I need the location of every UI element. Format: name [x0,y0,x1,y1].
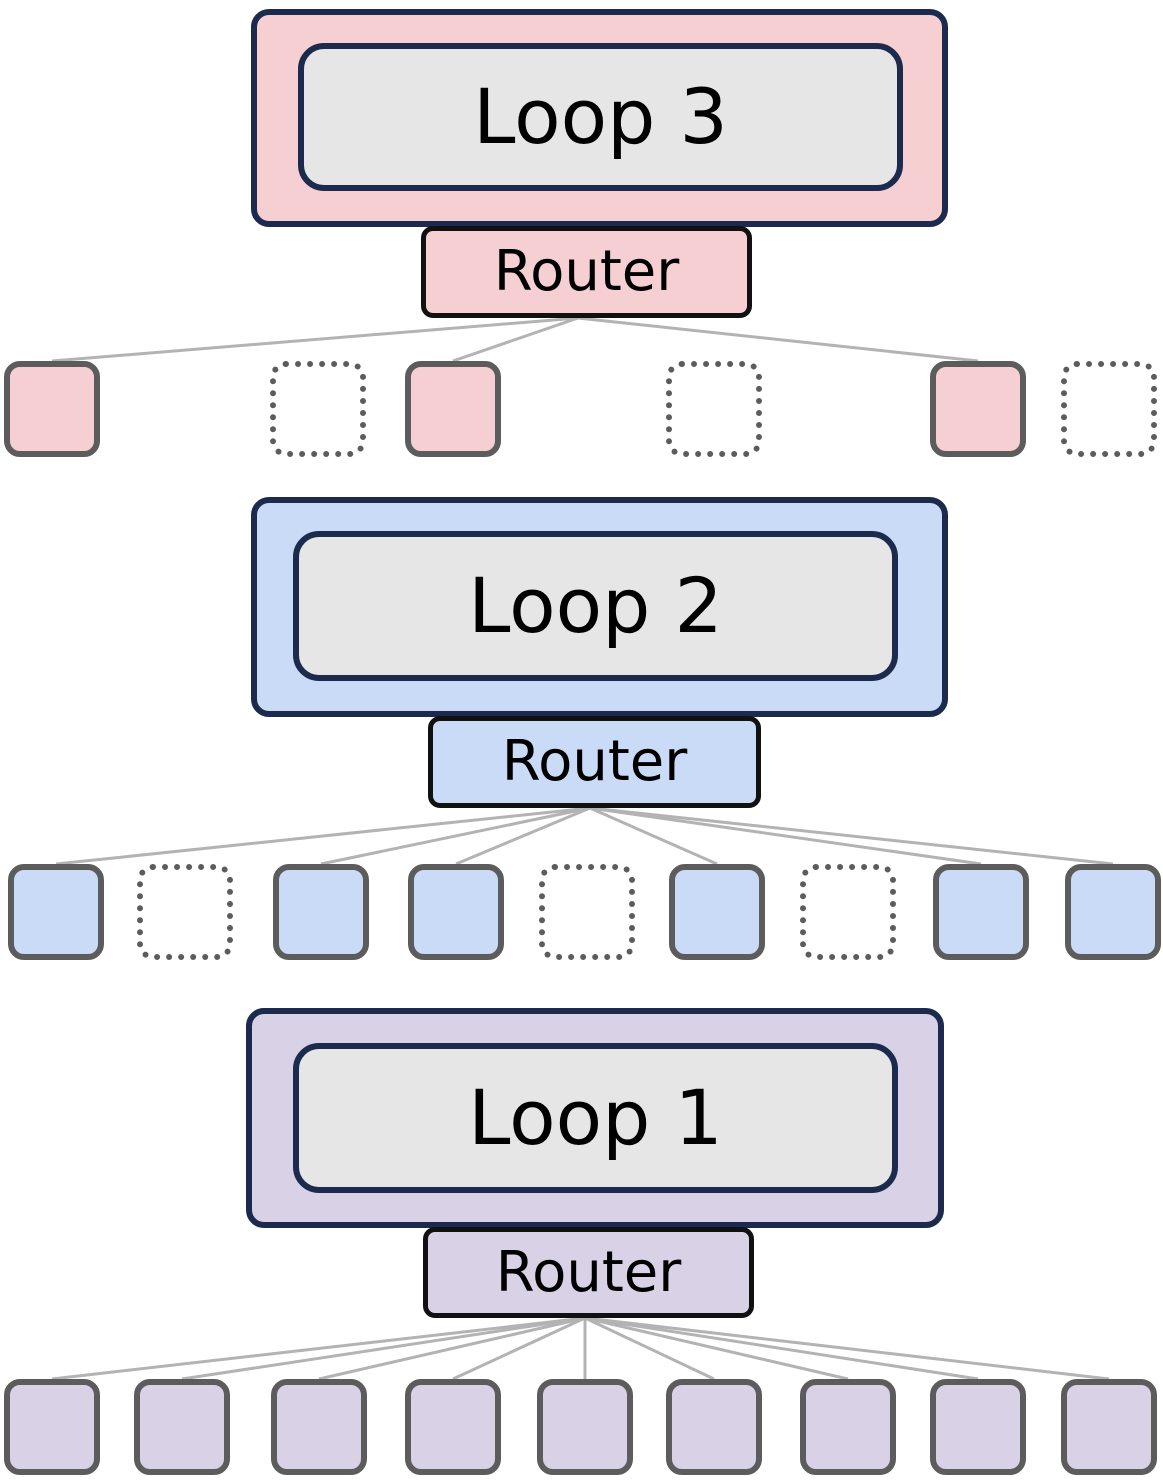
loop-1-connector-6 [584,1316,715,1381]
loop-2-node-9-active [1065,864,1161,960]
loop-2-node-3-active [273,864,369,960]
loop-3-connector-5 [577,316,979,363]
loop-3-node-3-active [405,361,501,457]
loop-1-node-3-active [271,1379,367,1475]
loop-1-title: Loop 1 [293,1043,898,1193]
loop-1-node-8-active [930,1379,1026,1475]
loop-2-node-4-active [408,864,504,960]
loop-1-node-5-active [537,1379,633,1475]
loop-2-node-1-active [8,864,104,960]
loop-3-connector-3 [452,316,579,363]
loop-2-router: Router [428,716,761,808]
loop-2-connector-4 [455,806,591,866]
loop-2-connector-9 [589,806,1114,866]
loop-1-connector-3 [318,1316,586,1381]
loop-2-connector-6 [589,806,718,866]
loop-1-node-6-active [666,1379,762,1475]
loop-1-connector-9 [584,1316,1110,1381]
loop-3-node-1-active [4,361,100,457]
loop-1-connector-7 [584,1316,849,1381]
loop-3-node-2-inactive [270,361,366,457]
loop-1-node-2-active [134,1379,230,1475]
loop-2-node-8-active [933,864,1029,960]
loop-1-node-4-active [405,1379,501,1475]
loop-2-connector-1 [55,806,591,866]
loop-3-node-5-active [930,361,1026,457]
loop-2-title: Loop 2 [293,531,898,681]
loop-2-node-5-inactive [539,864,635,960]
loop-3-router: Router [421,226,752,318]
loop-2-node-7-inactive [800,864,896,960]
loop-2-connector-3 [320,806,591,866]
loop-3-title: Loop 3 [298,43,903,191]
loop-2-connector-8 [589,806,982,866]
loop-1-connector-8 [584,1316,979,1381]
loop-1-connector-2 [181,1316,586,1381]
loop-2-node-2-inactive [137,864,233,960]
loop-3-connector-1 [51,316,579,363]
loop-1-connector-1 [51,1316,586,1381]
loop-3-node-6-inactive [1061,361,1157,457]
loop-3-node-4-inactive [666,361,762,457]
loop-2-node-6-active [669,864,765,960]
loop-1-router: Router [423,1227,754,1318]
loop-1-node-9-active [1061,1379,1157,1475]
loop-1-node-7-active [800,1379,896,1475]
loop-1-connector-4 [452,1316,586,1381]
loop-1-node-1-active [4,1379,100,1475]
